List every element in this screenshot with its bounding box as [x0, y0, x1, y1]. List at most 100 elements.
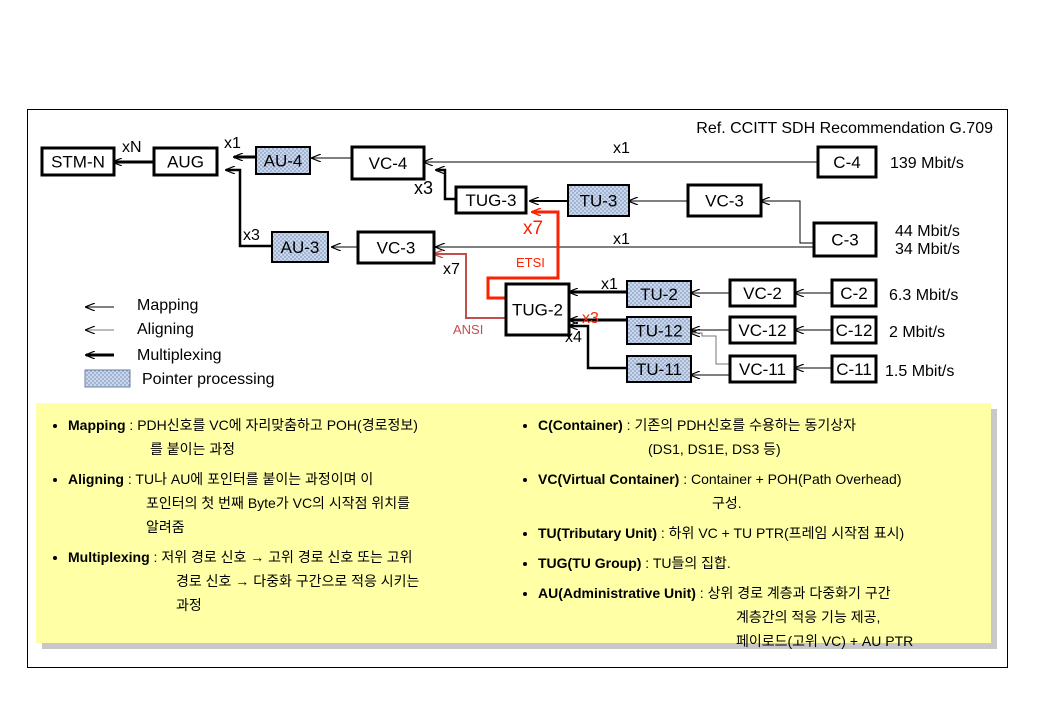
box-tug3-frame [454, 185, 528, 215]
legend-multiplexing: Multiplexing [137, 347, 221, 364]
box-tu11-frame [626, 355, 692, 383]
definition-text: TU나 AU에 포인터를 붙이는 과정이며 이 [135, 471, 374, 487]
box-vc3b: VC-3 [356, 230, 436, 265]
arrow-c3-vc3a [761, 201, 814, 244]
definitions-right: C(Container) : 기존의 PDH신호를 수용하는 동기상자 (DS1,… [514, 413, 984, 659]
box-tu11-label: TU-11 [636, 360, 682, 379]
mult-x1-c4: x1 [613, 140, 630, 157]
definition-text: 과정 [176, 597, 202, 613]
definition-sep: : [149, 549, 162, 565]
legend-mapping: Mapping [137, 297, 198, 314]
path-label-ansi: ANSI [453, 322, 483, 337]
box-au3: AU-3 [271, 231, 329, 263]
mult-x1-tu2: x1 [601, 276, 618, 293]
definition-term: TUG(TU Group) [538, 555, 642, 571]
right-item: AU(Administrative Unit) : 상위 경로 계층과 다중화기… [538, 581, 984, 653]
right-item: TU(Tributary Unit) : 하위 VC + TU PTR(프레임 … [538, 521, 984, 545]
definition-text: 계층간의 적응 기능 제공, [736, 609, 881, 625]
definition-text: 기존의 PDH신호를 수용하는 동기상자 [634, 417, 856, 433]
box-c11: C-11 [830, 354, 878, 384]
definition-sep: : [641, 555, 653, 571]
box-tug3: TUG-3 [454, 185, 528, 215]
box-c4: C-4 [816, 145, 878, 179]
definition-text: 를 붙이는 과정 [150, 441, 236, 457]
definition-term: C(Container) [538, 417, 623, 433]
box-tug3-label: TUG-3 [466, 191, 517, 210]
box-au4: AU-4 [255, 146, 311, 175]
box-tu2-frame [626, 280, 692, 308]
box-vc3b-frame [356, 230, 436, 265]
legend-pointer-swatch [84, 369, 131, 388]
definition-term: Aligning [68, 471, 124, 487]
box-vc11: VC-11 [728, 354, 797, 384]
legend-aligning: Aligning [137, 321, 194, 338]
arrow-tug2-vc3-ansi [434, 254, 506, 319]
arrow-au3-aug [226, 170, 272, 248]
arrow-tug2-tug3-etsi [486, 212, 560, 300]
rate-c4: 139 Mbit/s [890, 155, 964, 172]
box-vc2-frame [728, 278, 797, 308]
right-item: VC(Virtual Container) : Container + POH(… [538, 467, 984, 515]
mult-x1-c3: x1 [613, 231, 630, 248]
box-stmn: STM-N [40, 146, 116, 177]
right-item: TUG(TU Group) : TU들의 집합. [538, 551, 984, 575]
mult-x3-tug3: x3 [414, 178, 433, 198]
box-aug-frame [152, 146, 219, 177]
box-tug2-frame [504, 282, 571, 337]
box-tu3-frame [567, 184, 630, 217]
definitions-left: Mapping : PDH신호를 VC에 자리맞춤하고 POH(경로정보)를 붙… [44, 413, 504, 623]
box-tu12-label: TU-12 [635, 322, 682, 341]
box-tu2-label: TU-2 [640, 285, 678, 304]
box-vc12: VC-12 [728, 315, 797, 345]
box-c11-label: C-11 [836, 360, 872, 379]
box-vc4-frame [350, 145, 426, 181]
legend-pointer: Pointer processing [142, 371, 275, 388]
box-c3-label: C-3 [831, 231, 858, 250]
definition-text: 포인터의 첫 번째 Byte가 VC의 시작점 위치를 [146, 495, 410, 511]
box-tug2: TUG-2 [504, 282, 571, 337]
mult-xN: xN [122, 139, 142, 156]
definition-term: Mapping [68, 417, 126, 433]
box-c4-frame [816, 145, 878, 179]
mult-x4: x4 [565, 329, 582, 346]
box-tu3: TU-3 [567, 184, 630, 217]
mult-x7-red: x7 [523, 218, 543, 239]
box-vc4: VC-4 [350, 145, 426, 181]
definition-text: 하위 VC + TU PTR(프레임 시작점 표시) [668, 525, 905, 541]
definition-sep: : [657, 525, 669, 541]
box-au3-label: AU-3 [281, 238, 320, 257]
box-vc3a: VC-3 [686, 183, 763, 218]
box-vc3a-label: VC-3 [705, 192, 744, 211]
box-tu3-label: TU-3 [580, 192, 618, 211]
box-c2: C-2 [830, 278, 878, 308]
box-vc11-label: VC-11 [739, 360, 786, 379]
box-tu11: TU-11 [626, 355, 692, 383]
definition-text: Container + POH(Path Overhead) [690, 471, 902, 487]
definition-text: (DS1, DS1E, DS3 등) [648, 441, 781, 457]
sdh-multiplexing-diagram: Ref. CCITT SDH Recommendation G.709 STM-… [40, 120, 993, 388]
box-vc2: VC-2 [728, 278, 797, 308]
definition-text: 알려줌 [146, 519, 185, 535]
arrow-tu11-tug2 [569, 326, 627, 370]
box-c3: C-3 [812, 221, 878, 258]
left-item: Mapping : PDH신호를 VC에 자리맞춤하고 POH(경로정보)를 붙… [68, 413, 504, 461]
definition-sep: : [125, 417, 138, 433]
box-vc12-frame [728, 315, 797, 345]
box-tug2-label: TUG-2 [512, 301, 563, 320]
box-stmn-label: STM-N [51, 153, 105, 172]
rate-c12: 2 Mbit/s [889, 324, 945, 341]
definition-text: 상위 경로 계층과 다중화기 구간 [707, 585, 891, 601]
reference-title: Ref. CCITT SDH Recommendation G.709 [696, 120, 993, 137]
box-c4-label: C-4 [833, 153, 860, 172]
arrow-tug3-vc4 [436, 170, 456, 201]
box-aug: AUG [152, 146, 219, 177]
box-au4-frame [255, 146, 311, 175]
box-vc12-label: VC-12 [738, 321, 786, 340]
box-au4-label: AU-4 [264, 152, 303, 171]
definition-term: Multiplexing [68, 549, 150, 565]
definition-text: TU들의 집합. [652, 555, 731, 571]
box-vc4-label: VC-4 [369, 154, 408, 173]
right-item: C(Container) : 기존의 PDH신호를 수용하는 동기상자(DS1,… [538, 413, 984, 461]
box-aug-label: AUG [167, 153, 204, 172]
